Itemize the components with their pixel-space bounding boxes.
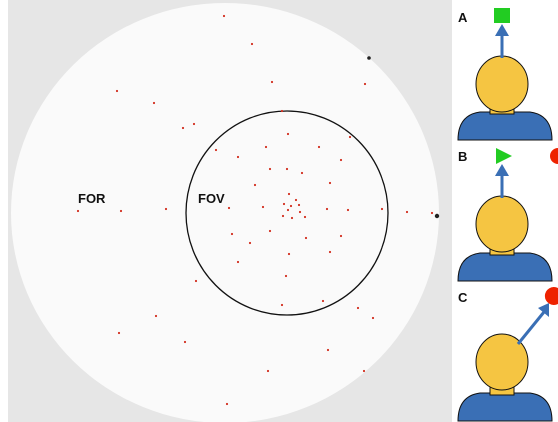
target-dot <box>248 241 252 245</box>
edge-marker <box>434 213 440 219</box>
panel-c: C <box>457 287 558 422</box>
target-dot <box>287 252 291 256</box>
target-dot <box>192 122 196 126</box>
head-icon <box>475 55 529 113</box>
target-dot <box>289 204 293 208</box>
target-dot <box>236 155 240 159</box>
target-dot <box>253 183 257 187</box>
edge-marker <box>367 56 371 60</box>
target-dots <box>76 14 434 406</box>
target-dot <box>280 109 284 113</box>
target-dot <box>348 135 352 139</box>
target-dot <box>325 207 329 211</box>
for-sphere <box>11 3 439 422</box>
target-dot <box>164 207 168 211</box>
target-dot <box>281 214 285 218</box>
target-dot <box>119 209 123 213</box>
target-dot <box>280 303 284 307</box>
target-dot <box>286 208 290 212</box>
target-dot <box>285 167 289 171</box>
target-dot <box>298 210 302 214</box>
target-dot <box>214 148 218 152</box>
arrow-head-icon <box>538 303 549 317</box>
target-dot <box>181 126 185 130</box>
panel-a: A <box>457 8 553 141</box>
panel-letter: B <box>458 149 467 164</box>
head-icon <box>475 333 529 391</box>
fov-label: FOV <box>198 191 225 206</box>
target-dot <box>261 205 265 209</box>
target-dot <box>222 14 226 18</box>
panel-b: B <box>457 148 558 282</box>
target-dot <box>250 42 254 46</box>
target-dot <box>356 306 360 310</box>
target-dot <box>117 331 121 335</box>
side-target-icon <box>550 148 558 164</box>
target-dot <box>268 229 272 233</box>
target-dot <box>286 132 290 136</box>
target-dot <box>230 232 234 236</box>
target-dot <box>290 216 294 220</box>
target-dot <box>380 207 384 211</box>
target-dot <box>297 203 301 207</box>
target-dot <box>317 145 321 149</box>
target-dot <box>371 316 375 320</box>
for-label: FOR <box>78 191 106 206</box>
target-dot <box>300 171 304 175</box>
target-dot <box>328 181 332 185</box>
body-shape <box>457 111 553 141</box>
target-dot <box>282 202 286 206</box>
target-dot <box>287 192 291 196</box>
target-dot <box>284 274 288 278</box>
target-dot <box>339 158 343 162</box>
target-dot <box>194 279 198 283</box>
target-dot <box>362 369 366 373</box>
target-dot <box>236 260 240 264</box>
head-icon <box>475 195 529 253</box>
target-dot <box>227 206 231 210</box>
body-shape <box>457 252 553 282</box>
target-dot <box>328 250 332 254</box>
target-dot <box>266 369 270 373</box>
target-dot <box>303 215 307 219</box>
target-dot <box>154 314 158 318</box>
target-dot <box>363 82 367 86</box>
target-dot <box>294 198 298 202</box>
arrow-head-icon <box>495 24 509 36</box>
target-dot <box>321 299 325 303</box>
body-shape <box>457 392 553 422</box>
target-dot <box>268 167 272 171</box>
target-dot <box>152 101 156 105</box>
target-triangle-icon <box>496 148 512 164</box>
target-circle-icon <box>544 287 558 305</box>
panel-letter: C <box>458 290 468 305</box>
target-dot <box>346 208 350 212</box>
gaze-arrow <box>516 311 546 345</box>
fov-circle <box>185 110 389 316</box>
target-dot <box>183 340 187 344</box>
target-dot <box>225 402 229 406</box>
panel-letter: A <box>458 10 468 25</box>
target-dot <box>326 348 330 352</box>
target-dot <box>76 209 80 213</box>
target-dot <box>264 145 268 149</box>
target-dot <box>430 211 434 215</box>
target-dot <box>304 236 308 240</box>
target-dot <box>405 210 409 214</box>
target-square-icon <box>494 8 510 23</box>
target-dot <box>270 80 274 84</box>
arrow-head-icon <box>495 164 509 176</box>
target-dot <box>339 234 343 238</box>
target-dot <box>115 89 119 93</box>
